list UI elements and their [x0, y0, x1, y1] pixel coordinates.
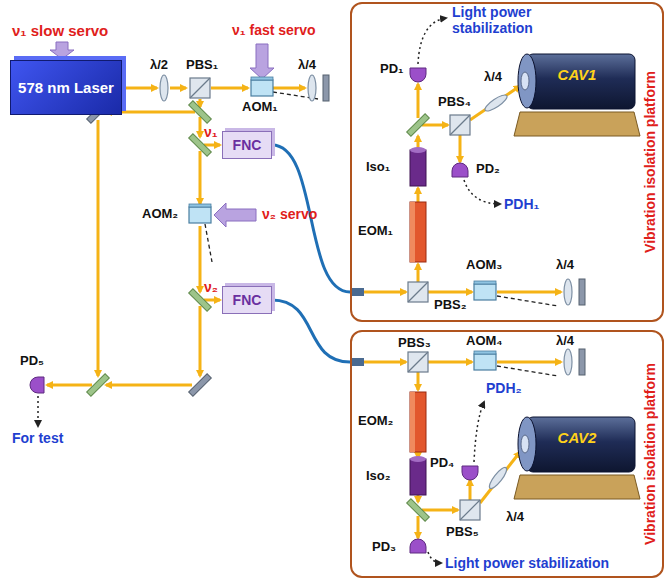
- component-label: AOM₃: [466, 258, 502, 273]
- component-label: PD₃: [372, 540, 396, 555]
- component-label: PBS₁: [186, 58, 218, 73]
- component-label: PD₅: [20, 354, 44, 369]
- cavity-body: [512, 407, 642, 502]
- photodetector: [30, 377, 44, 393]
- pbs-cube: [460, 500, 480, 520]
- fiber-collimator: [352, 288, 364, 296]
- isolator: [410, 147, 426, 186]
- component-label: λ/4: [556, 334, 574, 349]
- component-label: PD₄: [430, 456, 454, 471]
- beam-splitter: [87, 374, 110, 397]
- quarter-wave-plate: [487, 465, 509, 490]
- component-label: PBS₅: [446, 525, 479, 540]
- photodetector: [410, 68, 426, 82]
- frequency-label: ν₁: [204, 124, 218, 140]
- quarter-wave-plate: [564, 279, 572, 305]
- signal-label: PDH₁: [504, 196, 539, 212]
- component-label: Iso₂: [366, 469, 391, 484]
- signal-label: Light power stabilization: [445, 555, 609, 571]
- beam-splitter: [407, 499, 430, 522]
- servo-label: ν₁ slow servo: [12, 22, 108, 39]
- signal-label: PDH₂: [486, 380, 522, 396]
- optical-cavity-label: CAV1: [512, 66, 642, 83]
- laser-beams: [47, 84, 561, 538]
- component-label: λ/4: [506, 510, 524, 525]
- aom-crystal: [189, 204, 211, 223]
- isolator: [410, 456, 426, 495]
- servo-label: ν₁ fast servo: [232, 22, 316, 38]
- component-label: AOM₁: [242, 100, 278, 115]
- fnc-box-label: FNC: [233, 292, 262, 308]
- servo-label: ν₂ servo: [262, 206, 317, 222]
- optical-cavity: CAV1: [512, 44, 642, 139]
- aom-crystal: [251, 77, 273, 96]
- pbs-cube: [408, 282, 428, 302]
- photodetector: [452, 163, 468, 177]
- photodetector: [410, 539, 426, 553]
- optics: [30, 68, 585, 553]
- fnc-box: FNC: [222, 131, 272, 159]
- isolation-platform-label: Vibration isolation platform: [642, 363, 658, 545]
- component-label: λ/4: [298, 58, 316, 73]
- component-label: PBS₂: [434, 298, 467, 313]
- eom-crystal: [410, 202, 426, 262]
- isolation-platform: Vibration isolation platformCAV1: [350, 2, 664, 322]
- diffracted-beams: [205, 92, 558, 376]
- component-label: λ/2: [150, 58, 168, 73]
- quarter-wave-plate: [308, 75, 316, 101]
- mirror: [323, 75, 329, 101]
- mirror: [579, 349, 585, 375]
- pbs-cube: [450, 115, 470, 135]
- laser-source: 578 nm Laser: [10, 60, 122, 115]
- mirror: [579, 279, 585, 305]
- component-label: AOM₂: [142, 207, 178, 222]
- isolation-platform: Vibration isolation platformCAV2: [350, 330, 664, 578]
- pbs-cube: [408, 352, 428, 372]
- component-label: EOM₂: [358, 414, 393, 429]
- cavity-body: [512, 44, 642, 139]
- quarter-wave-plate: [564, 349, 572, 375]
- aom-crystal: [474, 281, 496, 300]
- optical-fiber: [272, 300, 350, 362]
- component-label: λ/4: [556, 258, 574, 273]
- optical-cavity-label: CAV2: [512, 429, 642, 446]
- beam-splitter: [189, 101, 212, 124]
- photodetector: [462, 466, 478, 480]
- fnc-box: FNC: [222, 286, 272, 314]
- eom-crystal: [410, 392, 426, 452]
- aom-crystal: [474, 351, 496, 370]
- frequency-label: ν₂: [204, 279, 218, 295]
- component-label: PBS₃: [398, 336, 431, 351]
- mirror: [189, 374, 212, 397]
- component-label: PBS₄: [438, 95, 471, 110]
- half-wave-plate: [160, 75, 168, 101]
- fiber-collimator: [352, 358, 364, 366]
- component-label: EOM₁: [358, 224, 393, 239]
- quarter-wave-plate: [483, 92, 509, 113]
- laser-source-label: 578 nm Laser: [18, 79, 114, 96]
- optical-cavity: CAV2: [512, 407, 642, 502]
- pbs-cube: [190, 78, 210, 98]
- component-label: λ/4: [484, 70, 502, 85]
- component-label: Iso₁: [366, 160, 390, 175]
- beam-splitter: [407, 114, 430, 137]
- component-label: PD₁: [380, 62, 403, 77]
- isolation-platform-label: Vibration isolation platform: [642, 71, 658, 253]
- component-label: AOM₄: [466, 334, 503, 349]
- fnc-box-label: FNC: [233, 137, 262, 153]
- signal-label: For test: [12, 430, 63, 446]
- component-label: PD₂: [476, 162, 500, 177]
- signal-label: Light power stabilization: [452, 4, 570, 36]
